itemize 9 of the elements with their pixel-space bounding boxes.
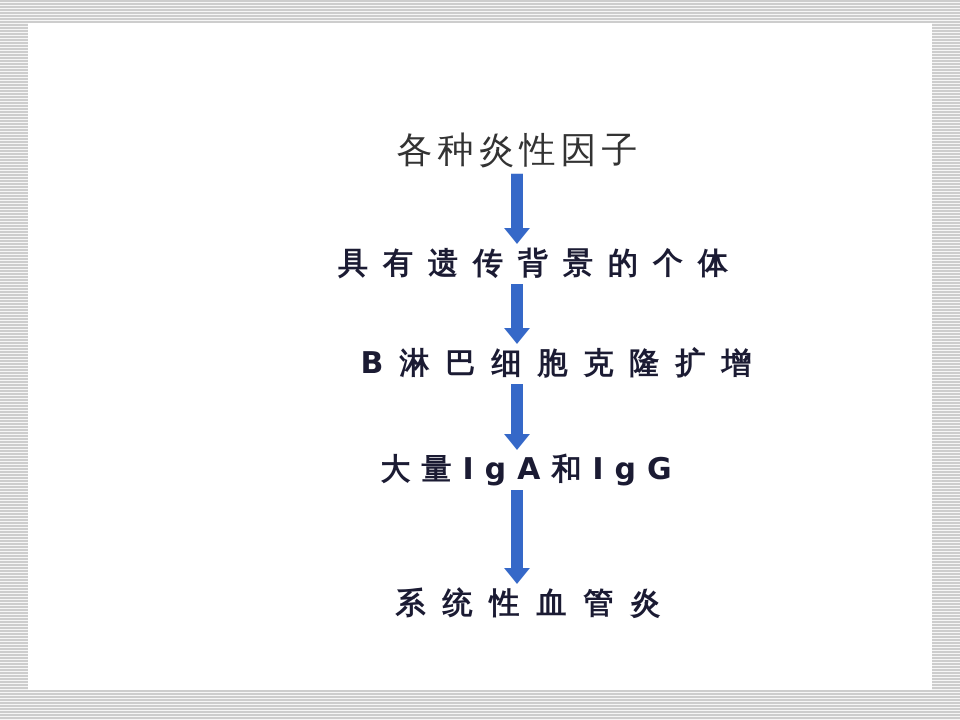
arrow: [504, 174, 530, 244]
flow-step-text: 各种炎性因子: [396, 128, 638, 172]
flow-step-text: 具有遗传背景的个体: [338, 246, 728, 282]
flow-step-text: 系统性血管炎: [396, 586, 660, 622]
arrow: [504, 384, 530, 450]
flow-step-text: B淋巴细胞克隆扩增: [360, 346, 752, 382]
arrow: [504, 284, 530, 344]
flow-step-text: 大量IgA和IgG: [380, 452, 672, 488]
arrow: [504, 490, 530, 584]
